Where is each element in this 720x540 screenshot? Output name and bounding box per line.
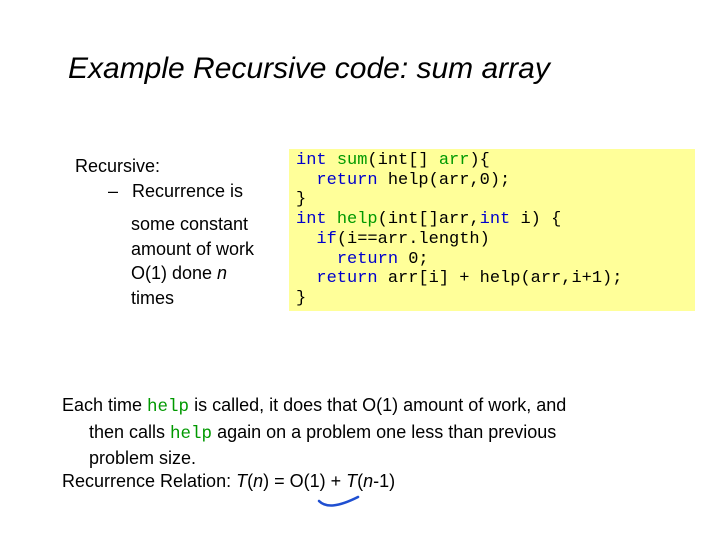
cont-line-3-var: n xyxy=(217,263,228,283)
cont-line-3-text: O(1) done xyxy=(131,263,218,283)
cont-line-1: some constant xyxy=(131,214,249,234)
rec-T: T xyxy=(236,471,248,491)
code-text: arr[i] + help(arr,i+1); xyxy=(377,269,623,289)
code-text: help(arr,0); xyxy=(377,170,511,190)
explanation-paragraph: Each time help is called, it does that O… xyxy=(62,393,566,471)
code-text: (int[] xyxy=(367,151,439,170)
code-brace: } xyxy=(296,190,307,210)
para-text: Each time xyxy=(62,395,148,415)
code-kw-int: int xyxy=(296,151,327,170)
rec-n: n xyxy=(253,471,264,491)
code-fn-sum: sum xyxy=(336,151,368,170)
code-text: ){ xyxy=(469,151,490,170)
para-line-2: then calls help again on a problem one l… xyxy=(62,420,566,447)
cont-line-4: times xyxy=(131,287,175,308)
code-text: 0; xyxy=(398,249,429,269)
para-line-3: problem size. xyxy=(89,448,197,468)
rec-o1: O(1) xyxy=(289,471,326,491)
code-kw-int: int xyxy=(479,210,511,230)
cont-line-3: O(1) done n xyxy=(131,261,254,286)
rec-plus: + xyxy=(325,471,347,491)
bullet-dash: – xyxy=(108,181,119,201)
slide-title: Example Recursive code: sum array xyxy=(68,52,550,85)
code-id-arr: arr xyxy=(438,151,470,170)
rec-tail: -1) xyxy=(373,471,396,491)
code-kw-return: return xyxy=(336,249,399,269)
code-ref-help: help xyxy=(170,423,213,444)
para-text: again on a problem one less than previou… xyxy=(212,421,557,442)
para-text: is called, it does that O(1) amount of w… xyxy=(189,395,567,415)
code-text: (i==arr.length) xyxy=(336,229,490,249)
code-ref-help: help xyxy=(147,397,190,417)
rec-T2: T xyxy=(346,471,358,491)
code-kw-if: if xyxy=(316,229,337,249)
rec-eq: ) = xyxy=(263,471,290,491)
code-fn-help: help xyxy=(336,210,378,230)
rec-label: Recurrence Relation: xyxy=(62,471,237,491)
code-block: int sum(int[] arr){ return help(arr,0); … xyxy=(296,151,622,309)
code-kw-return: return xyxy=(316,170,378,190)
para-text: then calls xyxy=(89,421,171,442)
bullet-recurrence: –Recurrence is xyxy=(108,181,243,202)
cont-line-2: amount of work xyxy=(131,238,255,259)
recursive-heading: Recursive: xyxy=(75,156,161,176)
code-box xyxy=(289,149,695,311)
code-text: i) { xyxy=(510,210,562,230)
rec-paren: ( xyxy=(357,471,364,491)
underline-annotation xyxy=(317,495,360,507)
code-brace: } xyxy=(296,288,307,308)
code-kw-int: int xyxy=(296,210,327,230)
recurrence-relation: Recurrence Relation: T(n) = O(1) + T(n-1… xyxy=(62,471,395,492)
bullet-continuation: some constant amount of work O(1) done n… xyxy=(131,212,254,310)
code-kw-return: return xyxy=(316,269,378,289)
code-text: (int[]arr, xyxy=(377,210,480,230)
rec-n2: n xyxy=(363,471,374,491)
rec-paren: ( xyxy=(247,471,254,491)
para-line-1: Each time help is called, it does that O… xyxy=(62,393,566,420)
bullet-text: Recurrence is xyxy=(132,181,244,201)
